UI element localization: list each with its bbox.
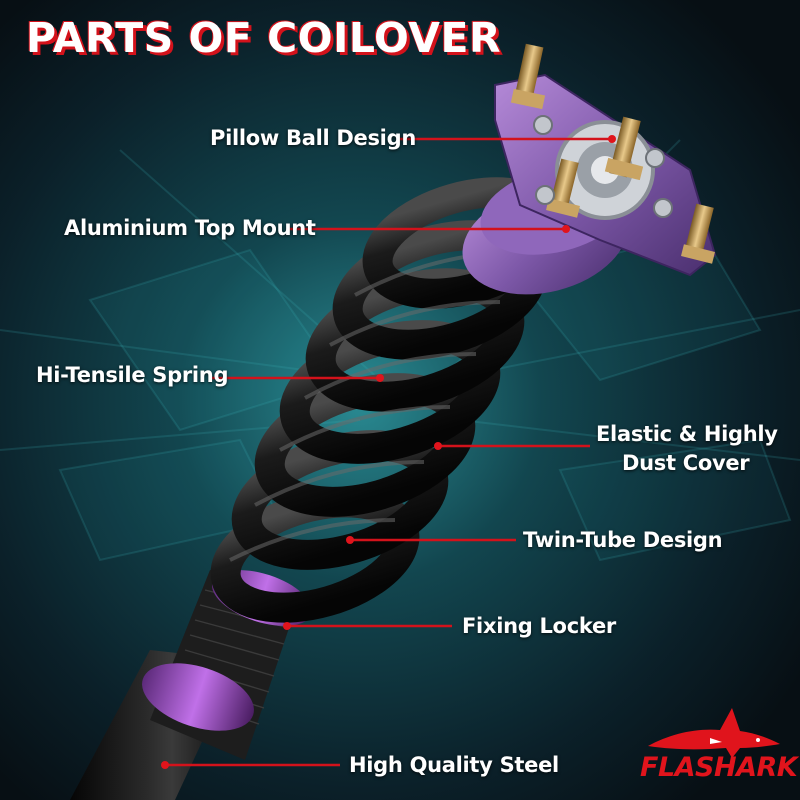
label-aluminium-top-mount: Aluminium Top Mount [64, 216, 316, 240]
mounting-studs [510, 43, 715, 264]
page-title: PARTS OF COILOVER [26, 14, 502, 62]
lower-lock-ring [142, 663, 254, 731]
label-hi-tensile-spring: Hi-Tensile Spring [36, 363, 229, 387]
label-twin-tube-design: Twin-Tube Design [523, 528, 723, 552]
shark-icon [648, 708, 780, 758]
brand-name: FLASHARK [640, 752, 798, 783]
label-dust-cover-line2: Dust Cover [622, 451, 750, 475]
mount-bolts [533, 115, 673, 218]
callout-dots [161, 135, 616, 769]
label-high-quality-steel: High Quality Steel [349, 753, 559, 777]
label-fixing-locker: Fixing Locker [462, 614, 616, 638]
brand-logo: FLASHARK [640, 700, 798, 790]
label-dust-cover-line1: Elastic & Highly [596, 422, 778, 446]
spring-coils [210, 177, 568, 623]
label-pillow-ball-design: Pillow Ball Design [210, 126, 416, 150]
callout-lines [165, 137, 612, 767]
